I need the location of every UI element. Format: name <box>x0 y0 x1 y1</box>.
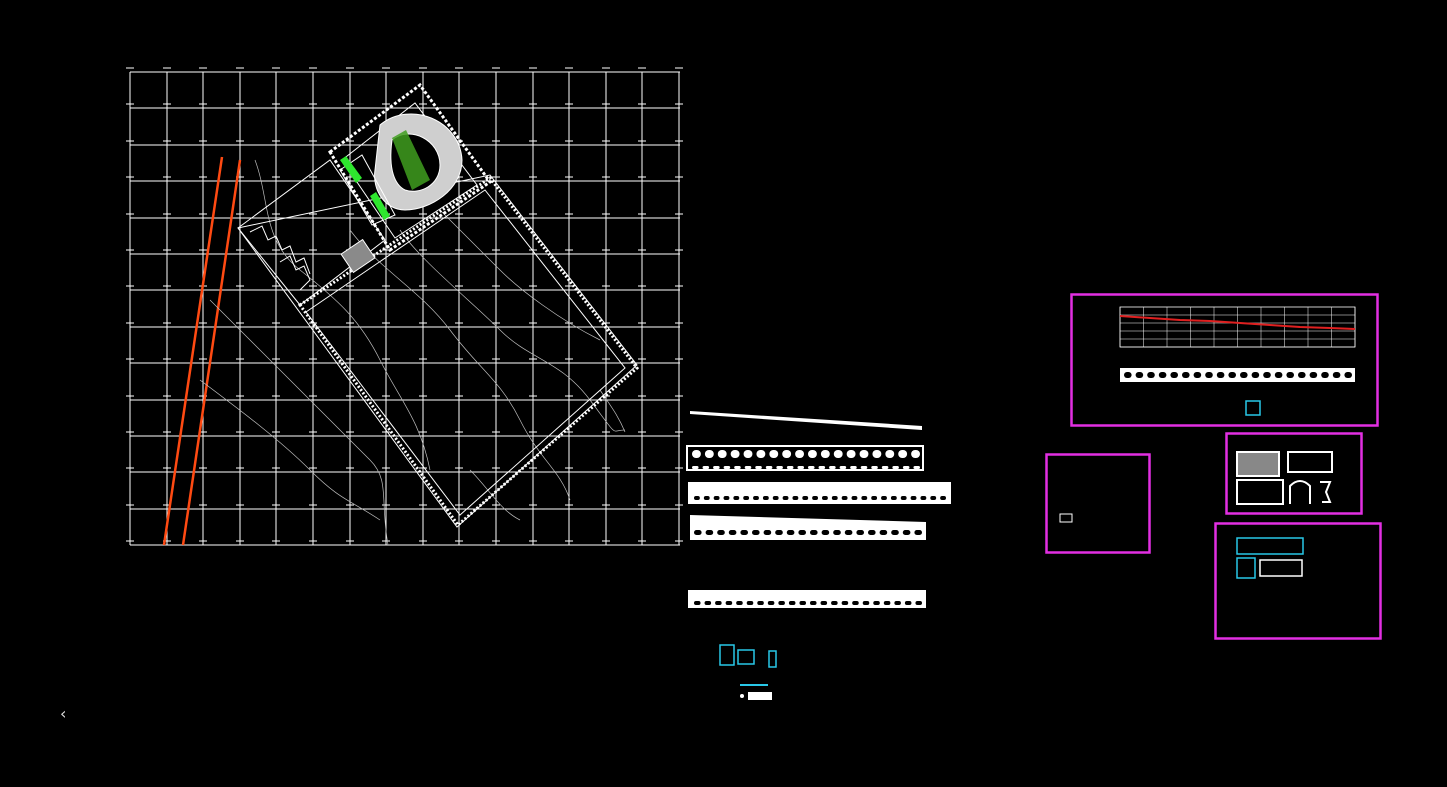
frame-profile[interactable] <box>1070 293 1379 427</box>
elevation-strip-3[interactable] <box>690 515 926 540</box>
frame-details[interactable] <box>1225 432 1363 515</box>
terrace-stairs <box>237 159 386 306</box>
site-plan-grid <box>129 71 680 546</box>
elevation-strip-1[interactable] <box>686 411 924 471</box>
legend-block <box>740 692 772 700</box>
planting-beds <box>340 130 430 220</box>
elevation-strip-2[interactable] <box>688 482 951 504</box>
site-block-main[interactable] <box>237 174 640 528</box>
detail-symbols-cyan[interactable] <box>719 644 777 686</box>
frame-blank[interactable] <box>1045 453 1151 554</box>
frame-sections[interactable] <box>1214 522 1382 640</box>
survey-boundary-lines <box>162 156 242 546</box>
chevron-left-icon[interactable]: ‹ <box>60 704 67 723</box>
contour-lines <box>199 159 626 546</box>
elevation-strip-4[interactable] <box>688 590 926 608</box>
